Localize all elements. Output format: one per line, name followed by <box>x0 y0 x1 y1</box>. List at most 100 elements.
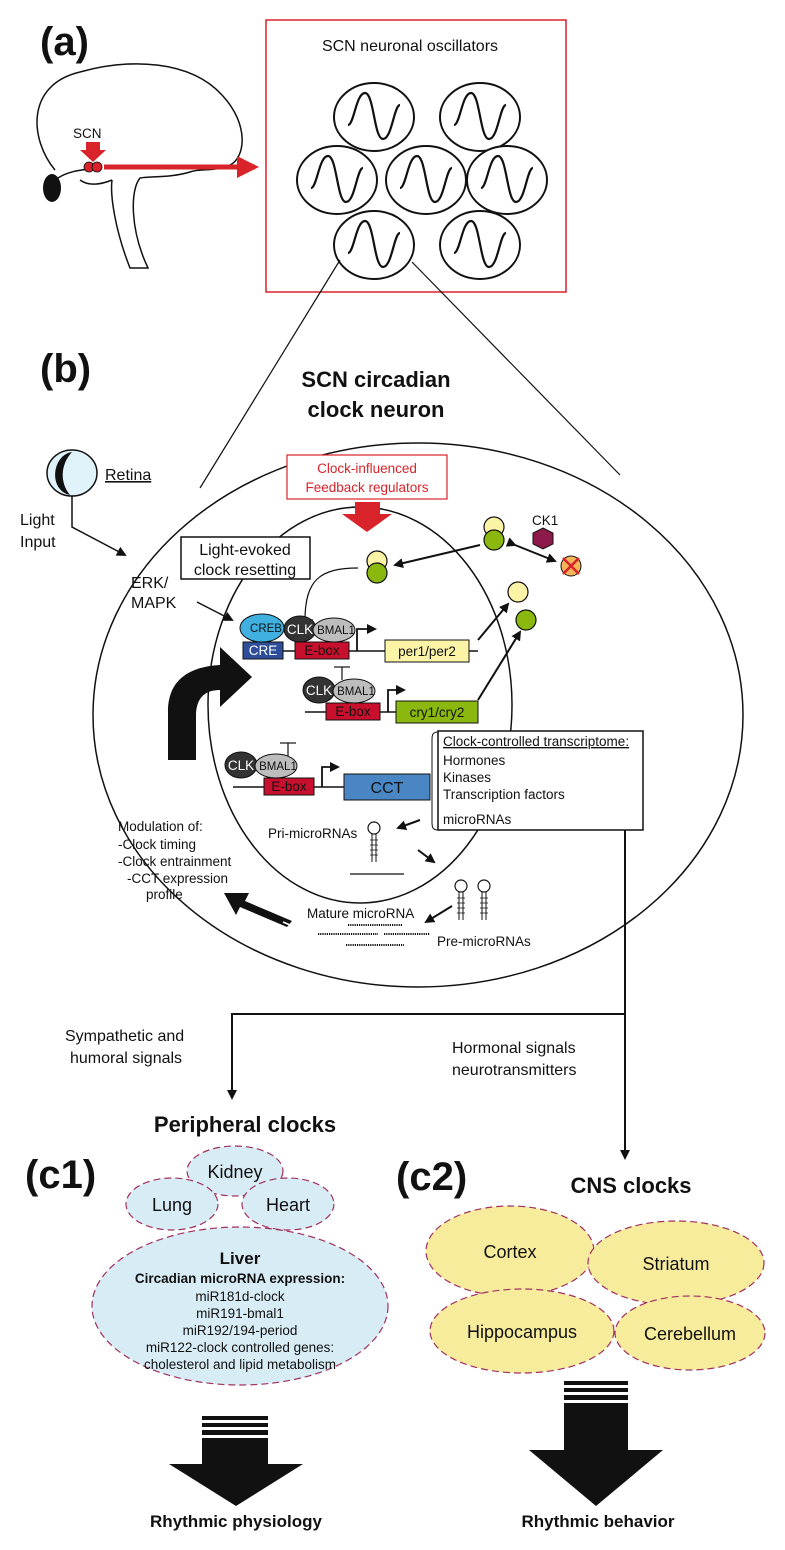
retina-pupil <box>55 452 72 495</box>
oscillator-5 <box>465 144 549 216</box>
mature-mirna-label: Mature microRNA <box>307 906 414 921</box>
resetting-box <box>180 536 311 580</box>
brainstem <box>79 179 113 185</box>
transcriptome-bracket <box>431 731 439 831</box>
hippocampus-label: Hippocampus <box>467 1322 577 1342</box>
cry-protein-cyto <box>483 529 505 551</box>
ebox-label-1: E-box <box>304 643 340 658</box>
rhythmic-physiology-label: Rhythmic physiology <box>150 1512 322 1531</box>
erk-line1: ERK/ <box>131 575 169 592</box>
bmal1-label-2: BMAL1 <box>337 686 375 698</box>
bmal1-label-3: BMAL1 <box>259 761 297 773</box>
ebox-label-2: E-box <box>335 704 371 719</box>
peripheral-title: Peripheral clocks <box>154 1112 336 1137</box>
scn-down-arrow <box>80 142 106 162</box>
left-signals-line1: Sympathetic and <box>65 1028 184 1045</box>
transcriptome-item-2: Kinases <box>443 770 491 785</box>
heart-label: Heart <box>266 1195 310 1215</box>
cns-output-arrow <box>529 1381 663 1506</box>
cry-gene <box>395 700 479 724</box>
liver-mirna-4: miR122-clock controlled genes: <box>146 1340 334 1355</box>
erk-line2: MAPK <box>131 595 177 612</box>
liver-mirna-2: miR191-bmal1 <box>196 1306 284 1321</box>
hippocampus-ellipse <box>429 1288 615 1374</box>
pre-mirna-hairpin-1 <box>454 879 468 921</box>
neuron-cell <box>92 442 744 988</box>
liver-label: Liver <box>220 1249 261 1268</box>
creb-label: CREB <box>250 623 282 635</box>
eye-icon <box>43 174 61 202</box>
oscillators-title: SCN neuronal oscillators <box>322 38 498 55</box>
tss-arrow-1 <box>356 624 377 651</box>
lung-label: Lung <box>152 1195 192 1215</box>
retina-eye-icon <box>46 449 98 497</box>
light-input-line2: Input <box>20 534 56 551</box>
mature-mirna-duplexes <box>318 924 430 946</box>
clk-label-2: CLK <box>306 683 332 698</box>
degraded-x <box>562 557 580 575</box>
liver-mirna-1: miR181d-clock <box>195 1289 285 1304</box>
striatum-label: Striatum <box>642 1254 709 1274</box>
cry-protein-new <box>515 609 537 631</box>
transcriptome-item-1: Hormones <box>443 753 506 768</box>
pre-mirna-label: Pre-microRNAs <box>437 934 531 949</box>
oscillator-6 <box>332 209 416 281</box>
panel-c1-label: (c1) <box>25 1153 96 1197</box>
modulation-line4: -CCT expression <box>127 871 228 886</box>
panel-c2-label: (c2) <box>396 1155 467 1199</box>
right-signals-line1: Hormonal signals <box>452 1040 576 1057</box>
cry-gene-label: cry1/cry2 <box>410 705 465 720</box>
curved-feedback-arrow <box>168 647 252 760</box>
per-protein-new <box>507 581 529 603</box>
mirna-feedback-arrow <box>224 893 292 927</box>
ck1-label: CK1 <box>532 513 558 528</box>
feedback-arrow <box>342 502 392 532</box>
transcriptome-box <box>437 730 644 831</box>
cortex-label: Cortex <box>483 1242 536 1262</box>
per-gene-label: per1/per2 <box>398 644 456 659</box>
cns-title: CNS clocks <box>570 1173 691 1198</box>
tss-arrow-3 <box>321 762 340 787</box>
cerebellum-label: Cerebellum <box>644 1324 736 1344</box>
liver-ellipse <box>91 1226 389 1386</box>
liver-mirna-title: Circadian microRNA expression: <box>135 1271 345 1286</box>
repression-line-per <box>304 567 359 621</box>
peripheral-output-arrow <box>169 1416 303 1506</box>
kidney-label: Kidney <box>207 1162 262 1182</box>
oscillator-2 <box>438 81 522 153</box>
cct-label: CCT <box>371 780 404 797</box>
transcriptome-item-3: Transcription factors <box>443 787 565 802</box>
ebox-1 <box>294 641 350 660</box>
feedback-box <box>286 454 448 500</box>
pre-to-mature-arrow <box>424 905 453 924</box>
pri-to-pre-arrow <box>417 849 436 864</box>
light-input-line1: Light <box>20 512 55 529</box>
modulation-line1: Modulation of: <box>118 819 203 834</box>
per-translation-arrow <box>477 602 510 641</box>
ebox-3 <box>263 777 315 796</box>
clk-label-3: CLK <box>228 758 254 773</box>
erk-arrow <box>196 601 234 621</box>
liver-mirna-3: miR192/194-period <box>183 1323 298 1338</box>
modulation-line2: -Clock timing <box>118 837 196 852</box>
resetting-line1: Light-evoked <box>199 542 291 559</box>
lung-ellipse <box>125 1177 219 1231</box>
panel-b-title-line2: clock neuron <box>308 397 445 422</box>
modulation-line5: profile <box>146 887 183 902</box>
degradation-arrow <box>505 537 557 563</box>
rhythmic-behavior-label: Rhythmic behavior <box>521 1512 674 1531</box>
panel-a-label: (a) <box>40 20 89 64</box>
output-line-left <box>227 1013 625 1100</box>
feedback-line1: Clock-influenced <box>317 461 417 476</box>
oscillator-4 <box>384 144 468 216</box>
liver-mirna-5: cholesterol and lipid metabolism <box>144 1357 336 1372</box>
ebox-label-3: E-box <box>271 779 307 794</box>
oscillator-7 <box>438 209 522 281</box>
retina-label: Retina <box>105 467 151 484</box>
ck1-hexagon <box>532 527 554 550</box>
ebox-2 <box>325 702 381 721</box>
cct-gene <box>343 773 431 801</box>
tss-arrow-2 <box>387 685 406 712</box>
left-signals-line2: humoral signals <box>70 1050 182 1067</box>
